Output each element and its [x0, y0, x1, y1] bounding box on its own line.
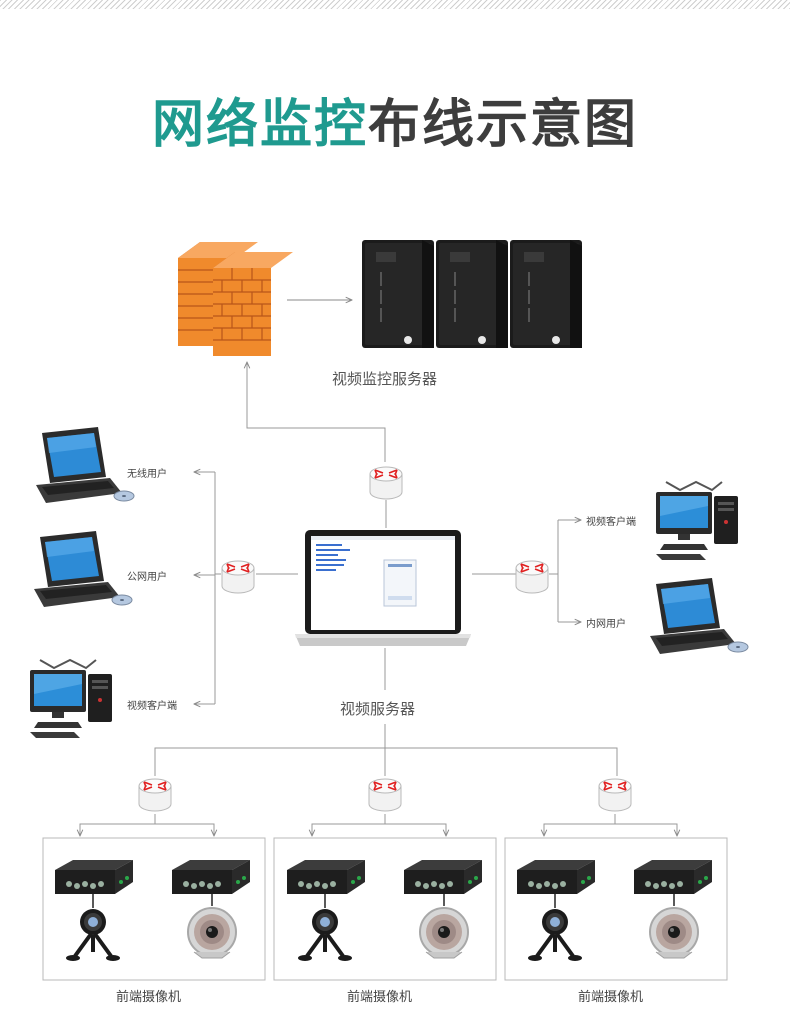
- title-accent: 网络监控: [151, 95, 368, 155]
- router-icon: [598, 778, 632, 812]
- label-intranet-user: 内网用户: [586, 619, 626, 630]
- label-video-server: 视频服务器: [340, 700, 416, 718]
- ir-camera-icon: [649, 907, 699, 959]
- desktop-pc-icon: [29, 659, 113, 739]
- page-title: 网络监控布线示意图: [0, 82, 790, 157]
- laptop-icon: [295, 530, 471, 646]
- ir-camera-icon: [419, 907, 469, 959]
- router-icon: [368, 778, 402, 812]
- decorative-hatch-border: [0, 0, 790, 9]
- encoder-box-icon: [172, 860, 250, 894]
- title-rest: 布线示意图: [368, 95, 639, 155]
- webcam-icon: [296, 907, 354, 963]
- distribution-bus-line: [154, 747, 618, 776]
- webcam-icon: [526, 907, 584, 963]
- encoder-box-icon: [287, 860, 365, 894]
- camera-group-2: [273, 837, 497, 981]
- label-front-camera-3: 前端摄像机: [578, 990, 644, 1005]
- encoder-box-icon: [55, 860, 133, 894]
- router-to-firewall-line: [247, 362, 386, 462]
- camera-group-3: [504, 837, 728, 981]
- laptop-icon: [649, 577, 749, 655]
- encoder-box-icon: [404, 860, 482, 894]
- tower-server-icon: [510, 240, 582, 348]
- label-front-camera-1: 前端摄像机: [116, 990, 182, 1005]
- router-icon: [515, 560, 549, 594]
- laptop-icon: [33, 530, 133, 608]
- ir-camera-icon: [187, 907, 237, 959]
- camera-group-1: [42, 837, 266, 981]
- encoder-box-icon: [634, 860, 712, 894]
- tower-server-icon: [436, 240, 508, 348]
- label-video-monitoring-servers: 视频监控服务器: [332, 370, 438, 388]
- laptop-icon: [35, 426, 135, 504]
- label-video-client-left: 视频客户端: [127, 701, 177, 712]
- label-front-camera-2: 前端摄像机: [347, 990, 413, 1005]
- firewall-icon: [178, 242, 293, 356]
- router-icon: [369, 466, 403, 500]
- encoder-box-icon: [517, 860, 595, 894]
- label-video-client-right: 视频客户端: [586, 517, 636, 528]
- label-public-net-user: 公网用户: [127, 572, 167, 583]
- router-icon: [138, 778, 172, 812]
- label-wireless-user: 无线用户: [127, 469, 167, 480]
- desktop-pc-icon: [655, 481, 739, 561]
- tower-server-icon: [362, 240, 434, 348]
- router-icon: [221, 560, 255, 594]
- webcam-icon: [64, 907, 122, 963]
